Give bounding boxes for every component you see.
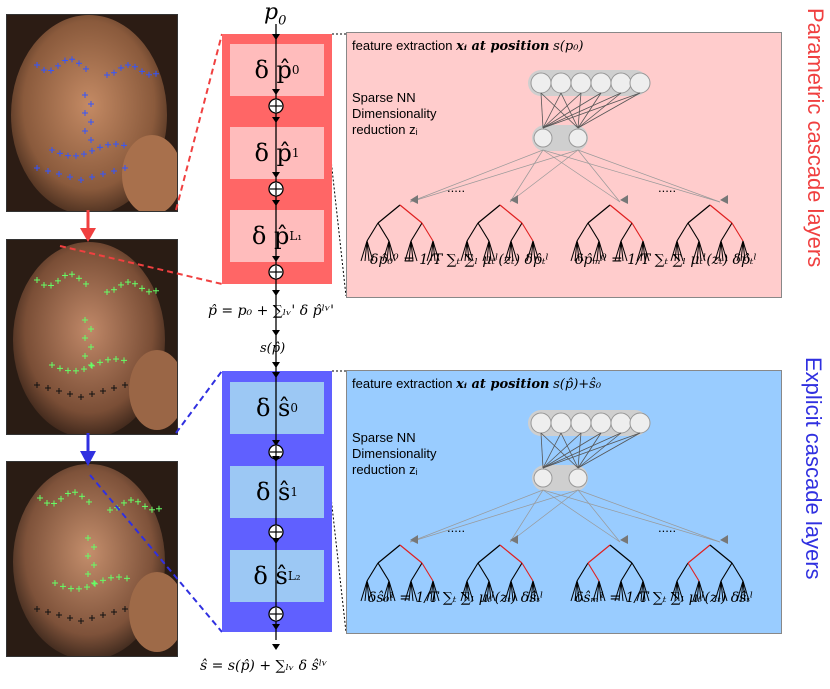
tree-branch <box>677 563 688 581</box>
tree-branch <box>467 563 478 581</box>
nn-connection <box>543 93 640 128</box>
input-neuron <box>531 413 551 433</box>
tree-link <box>510 490 578 542</box>
nn-connection <box>578 93 581 128</box>
nn-connection <box>541 433 543 468</box>
tree-branch <box>500 205 522 223</box>
tree-arrowhead <box>620 535 628 544</box>
tree-branch <box>621 563 632 581</box>
input-neuron <box>571 413 591 433</box>
tree-branch <box>511 223 522 241</box>
input-neuron <box>551 73 571 93</box>
network-bottom <box>361 410 749 601</box>
tree-branch <box>610 205 632 223</box>
tree-arrowhead <box>410 535 418 544</box>
nn-connection <box>541 93 543 128</box>
tree-branch <box>378 563 389 581</box>
tree-branch <box>478 205 500 223</box>
tree-link <box>410 150 578 202</box>
tree-branch <box>478 563 489 581</box>
tree-link <box>510 150 578 202</box>
explicit-side-title: Explicit cascade layers <box>800 357 826 647</box>
tree-link <box>410 490 578 542</box>
tree-branch <box>522 563 533 581</box>
tree-branch <box>710 205 732 223</box>
nn-connection <box>543 433 640 468</box>
tree-link <box>543 150 720 202</box>
tree-branch <box>588 223 599 241</box>
tree-link <box>543 490 720 542</box>
nn-connection <box>578 433 581 468</box>
input-neuron <box>591 73 611 93</box>
tree-branch <box>478 545 500 563</box>
input-neuron <box>591 413 611 433</box>
tree-branch <box>367 563 378 581</box>
tree-branch <box>422 223 433 241</box>
tree-branch <box>511 563 522 581</box>
tree-branch <box>688 205 710 223</box>
hidden-neuron <box>569 469 587 487</box>
tree-branch <box>400 545 422 563</box>
tree-branch <box>721 223 732 241</box>
tree-branch <box>721 563 732 581</box>
tree-branch <box>732 223 743 241</box>
tree-branch <box>378 223 389 241</box>
tree-branch <box>688 223 699 241</box>
tree-branch <box>688 563 699 581</box>
tree-branch <box>577 223 588 241</box>
tree-arrowhead <box>720 535 728 544</box>
hidden-neuron <box>534 129 552 147</box>
tree-branch <box>467 223 478 241</box>
input-neuron <box>551 413 571 433</box>
tree-branch <box>378 205 400 223</box>
tree-branch <box>677 223 688 241</box>
tree-link <box>543 490 620 542</box>
tree-link <box>410 490 543 542</box>
tree-branch <box>577 563 588 581</box>
tree-branch <box>500 545 522 563</box>
tree-branch <box>632 223 643 241</box>
tree-branch <box>710 545 732 563</box>
tree-branch <box>688 545 710 563</box>
input-neuron <box>531 73 551 93</box>
tree-branch <box>588 205 610 223</box>
tree-branch <box>621 223 632 241</box>
tree-branch <box>732 563 743 581</box>
tree-branch <box>422 563 433 581</box>
tree-branch <box>588 545 610 563</box>
tree-arrowhead <box>620 195 628 204</box>
tree-branch <box>400 205 422 223</box>
input-neuron <box>611 73 631 93</box>
hidden-neuron <box>534 469 552 487</box>
tree-branch <box>378 545 400 563</box>
tree-arrowhead <box>410 195 418 204</box>
tree-branch <box>588 563 599 581</box>
tree-branch <box>632 563 643 581</box>
tree-branch <box>610 545 632 563</box>
nn-connection <box>578 433 621 468</box>
input-neuron <box>611 413 631 433</box>
nn-connection <box>578 93 621 128</box>
tree-link <box>510 150 543 202</box>
tree-branch <box>411 223 422 241</box>
input-neuron <box>630 413 650 433</box>
parametric-side-title: Parametric cascade layers <box>802 8 828 318</box>
input-neuron <box>630 73 650 93</box>
tree-branch <box>478 223 489 241</box>
tree-branch <box>411 563 422 581</box>
hidden-neuron <box>569 129 587 147</box>
tree-arrowhead <box>720 195 728 204</box>
input-neuron <box>571 73 591 93</box>
tree-link <box>410 150 543 202</box>
tree-branch <box>522 223 533 241</box>
tree-link <box>510 490 543 542</box>
network-top <box>361 70 749 261</box>
tree-link <box>543 150 620 202</box>
tree-branch <box>367 223 378 241</box>
